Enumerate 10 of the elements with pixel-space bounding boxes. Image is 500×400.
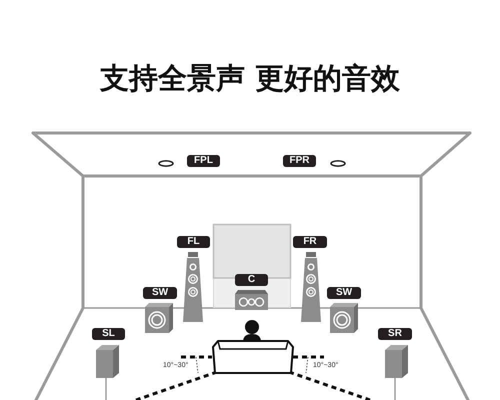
speaker-label: SW xyxy=(143,287,177,299)
speaker-label: FL xyxy=(177,236,210,248)
title: 支持全景声 更好的音效 xyxy=(100,60,400,96)
speaker-label: FPL xyxy=(187,155,220,167)
speaker-label: SW xyxy=(327,287,361,299)
speaker-label: SR xyxy=(378,328,412,340)
speaker-label: FR xyxy=(293,236,327,248)
speaker-label: SL xyxy=(92,328,125,340)
speaker-label: FPR xyxy=(283,155,316,167)
speaker-label: C xyxy=(235,274,268,286)
